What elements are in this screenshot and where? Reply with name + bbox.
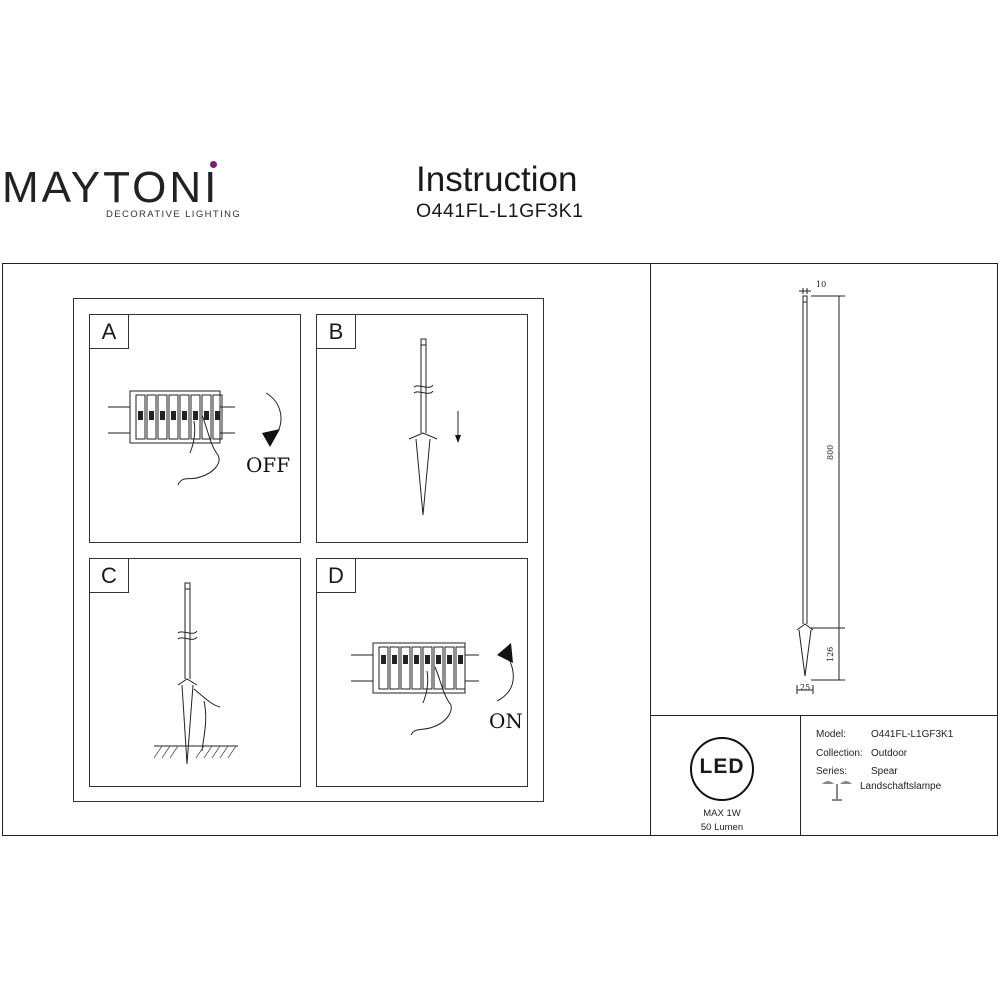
step-letter: A bbox=[89, 314, 129, 349]
instruction-frame bbox=[2, 263, 998, 836]
frame-divider-spec bbox=[800, 715, 801, 836]
lamp-assembly-illustration bbox=[408, 338, 461, 516]
breaker-on-illustration bbox=[351, 642, 514, 736]
document-model-code: O441FL-L1GF3K1 bbox=[416, 200, 584, 222]
step-panel-d: D ON bbox=[316, 558, 528, 787]
spec-value-model: O441FL-L1GF3K1 bbox=[871, 729, 954, 740]
breaker-off-illustration bbox=[108, 390, 282, 486]
landscape-lamp-icon bbox=[822, 781, 852, 801]
logo-dot-icon bbox=[210, 161, 217, 168]
spec-value-series: Spear bbox=[871, 766, 898, 777]
led-badge: LED bbox=[690, 737, 754, 801]
led-power: MAX 1W bbox=[703, 808, 741, 819]
document-title: Instruction bbox=[416, 160, 578, 199]
dim-height: 800 bbox=[826, 444, 835, 460]
brand-name: MAYTONI bbox=[2, 163, 220, 212]
spec-label-model: Model: bbox=[816, 729, 847, 740]
step-caption-on: ON bbox=[489, 709, 523, 733]
frame-divider-horizontal bbox=[650, 715, 998, 716]
spec-series-extra: Landschaftslampe bbox=[860, 781, 942, 792]
dim-top-width: 10 bbox=[816, 280, 827, 289]
brand-tagline: DECORATIVE LIGHTING bbox=[106, 209, 242, 220]
spec-label-collection: Collection: bbox=[816, 748, 863, 759]
dim-spike-height: 126 bbox=[826, 646, 835, 662]
step-panel-a: A OFF bbox=[89, 314, 301, 543]
ground-install-illustration bbox=[153, 582, 238, 765]
step-panel-c: C bbox=[89, 558, 301, 787]
spec-value-collection: Outdoor bbox=[871, 748, 908, 759]
dim-base-width: 25 bbox=[800, 683, 811, 692]
step-letter: D bbox=[316, 558, 356, 593]
step-caption-off: OFF bbox=[246, 453, 291, 477]
led-lumens: 50 Lumen bbox=[700, 822, 744, 833]
spec-label-series: Series: bbox=[816, 766, 848, 777]
led-badge-text: LED bbox=[699, 755, 745, 778]
frame-divider-vertical bbox=[650, 263, 651, 836]
steps-box bbox=[73, 298, 544, 802]
step-panel-b: B bbox=[316, 314, 528, 543]
step-letter: B bbox=[316, 314, 356, 349]
brand-logo: MAYTONI bbox=[2, 166, 219, 210]
step-letter: C bbox=[89, 558, 129, 593]
technical-drawing bbox=[796, 288, 845, 694]
